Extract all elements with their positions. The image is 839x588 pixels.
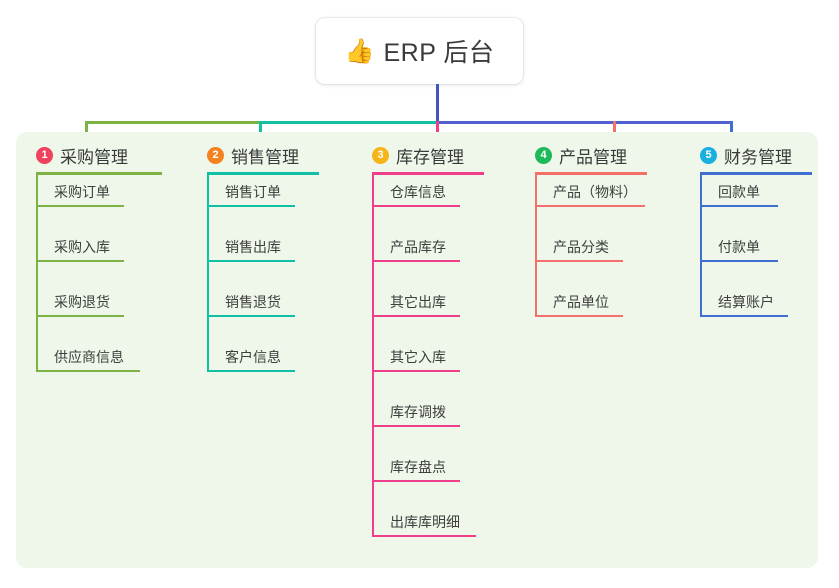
column-title-inventory: 库存管理	[396, 148, 464, 167]
leaf-rule	[207, 370, 295, 372]
root-node[interactable]: 👍 ERP 后台	[316, 18, 523, 84]
thumbs-up-icon: 👍	[344, 38, 375, 65]
leaf-item[interactable]: 采购订单	[36, 179, 124, 207]
leaf-label: 采购退货	[54, 294, 110, 310]
leaf-item[interactable]: 结算账户	[700, 289, 788, 317]
leaf-item[interactable]: 客户信息	[207, 344, 295, 372]
leaf-label: 供应商信息	[54, 349, 124, 365]
leaf-rule	[36, 370, 140, 372]
root-title: ERP 后台	[383, 39, 495, 67]
leaf-item[interactable]: 产品库存	[372, 234, 460, 262]
leaf-label: 采购订单	[54, 184, 110, 200]
leaf-item[interactable]: 回款单	[700, 179, 778, 207]
column-badge-product: 4	[535, 147, 552, 164]
leaf-rule	[372, 480, 460, 482]
leaf-rule	[372, 370, 460, 372]
leaf-label: 产品分类	[553, 239, 609, 255]
leaf-label: 回款单	[718, 184, 760, 200]
leaf-label: 产品（物料）	[553, 184, 637, 200]
leaf-item[interactable]: 采购退货	[36, 289, 124, 317]
column-badge-finance: 5	[700, 147, 717, 164]
column-spine-sales	[207, 175, 209, 372]
column-header-finance[interactable]: 5 财务管理	[700, 143, 792, 168]
leaf-item[interactable]: 产品分类	[535, 234, 623, 262]
column-badge-purchase: 1	[36, 147, 53, 164]
leaf-rule	[36, 315, 124, 317]
leaf-label: 仓库信息	[390, 184, 446, 200]
leaf-label: 其它入库	[390, 349, 446, 365]
leaf-label: 付款单	[718, 239, 760, 255]
column-badge-inventory: 3	[372, 147, 389, 164]
leaf-rule	[372, 315, 460, 317]
leaf-label: 销售出库	[225, 239, 281, 255]
leaf-item[interactable]: 销售退货	[207, 289, 295, 317]
connector-bus-segment-3	[436, 121, 730, 124]
column-spine-inventory	[372, 175, 374, 537]
leaf-label: 销售退货	[225, 294, 281, 310]
leaf-item[interactable]: 仓库信息	[372, 179, 460, 207]
column-spine-product	[535, 175, 537, 317]
leaf-rule	[700, 315, 788, 317]
leaf-item[interactable]: 采购入库	[36, 234, 124, 262]
leaf-label: 产品库存	[390, 239, 446, 255]
leaf-item[interactable]: 出库库明细	[372, 509, 476, 537]
leaf-rule	[372, 535, 476, 537]
leaf-rule	[700, 205, 778, 207]
leaf-item[interactable]: 产品（物料）	[535, 179, 645, 207]
leaf-item[interactable]: 库存盘点	[372, 454, 460, 482]
leaf-rule	[207, 260, 295, 262]
connector-bus-segment-1	[85, 121, 259, 124]
column-rule-finance	[700, 172, 812, 175]
leaf-label: 销售订单	[225, 184, 281, 200]
leaf-item[interactable]: 付款单	[700, 234, 778, 262]
leaf-label: 库存调拨	[390, 404, 446, 420]
column-rule-purchase	[36, 172, 162, 175]
leaf-label: 产品单位	[553, 294, 609, 310]
leaf-rule	[207, 315, 295, 317]
leaf-rule	[535, 260, 623, 262]
column-title-finance: 财务管理	[724, 148, 792, 167]
column-title-product: 产品管理	[559, 148, 627, 167]
leaf-item[interactable]: 库存调拨	[372, 399, 460, 427]
leaf-rule	[535, 205, 645, 207]
column-header-purchase[interactable]: 1 采购管理	[36, 143, 128, 168]
column-badge-sales: 2	[207, 147, 224, 164]
leaf-rule	[372, 260, 460, 262]
column-rule-product	[535, 172, 647, 175]
leaf-rule	[700, 260, 778, 262]
column-title-purchase: 采购管理	[60, 148, 128, 167]
leaf-rule	[535, 315, 623, 317]
mindmap-panel	[16, 132, 818, 568]
leaf-item[interactable]: 销售出库	[207, 234, 295, 262]
column-header-product[interactable]: 4 产品管理	[535, 143, 627, 168]
column-header-inventory[interactable]: 3 库存管理	[372, 143, 464, 168]
leaf-item[interactable]: 其它入库	[372, 344, 460, 372]
leaf-rule	[36, 260, 124, 262]
leaf-item[interactable]: 销售订单	[207, 179, 295, 207]
leaf-label: 出库库明细	[390, 514, 460, 530]
leaf-item[interactable]: 产品单位	[535, 289, 623, 317]
leaf-label: 库存盘点	[390, 459, 446, 475]
leaf-label: 结算账户	[718, 294, 774, 310]
leaf-label: 客户信息	[225, 349, 281, 365]
leaf-item[interactable]: 其它出库	[372, 289, 460, 317]
column-header-sales[interactable]: 2 销售管理	[207, 143, 299, 168]
leaf-rule	[372, 425, 460, 427]
column-spine-finance	[700, 175, 702, 317]
column-title-sales: 销售管理	[231, 148, 299, 167]
leaf-label: 其它出库	[390, 294, 446, 310]
column-rule-sales	[207, 172, 319, 175]
leaf-rule	[207, 205, 295, 207]
connector-bus-segment-2	[259, 121, 436, 124]
leaf-rule	[372, 205, 460, 207]
leaf-rule	[36, 205, 124, 207]
leaf-label: 采购入库	[54, 239, 110, 255]
column-spine-purchase	[36, 175, 38, 372]
connector-root-stem	[436, 84, 439, 124]
leaf-item[interactable]: 供应商信息	[36, 344, 140, 372]
column-rule-inventory	[372, 172, 484, 175]
